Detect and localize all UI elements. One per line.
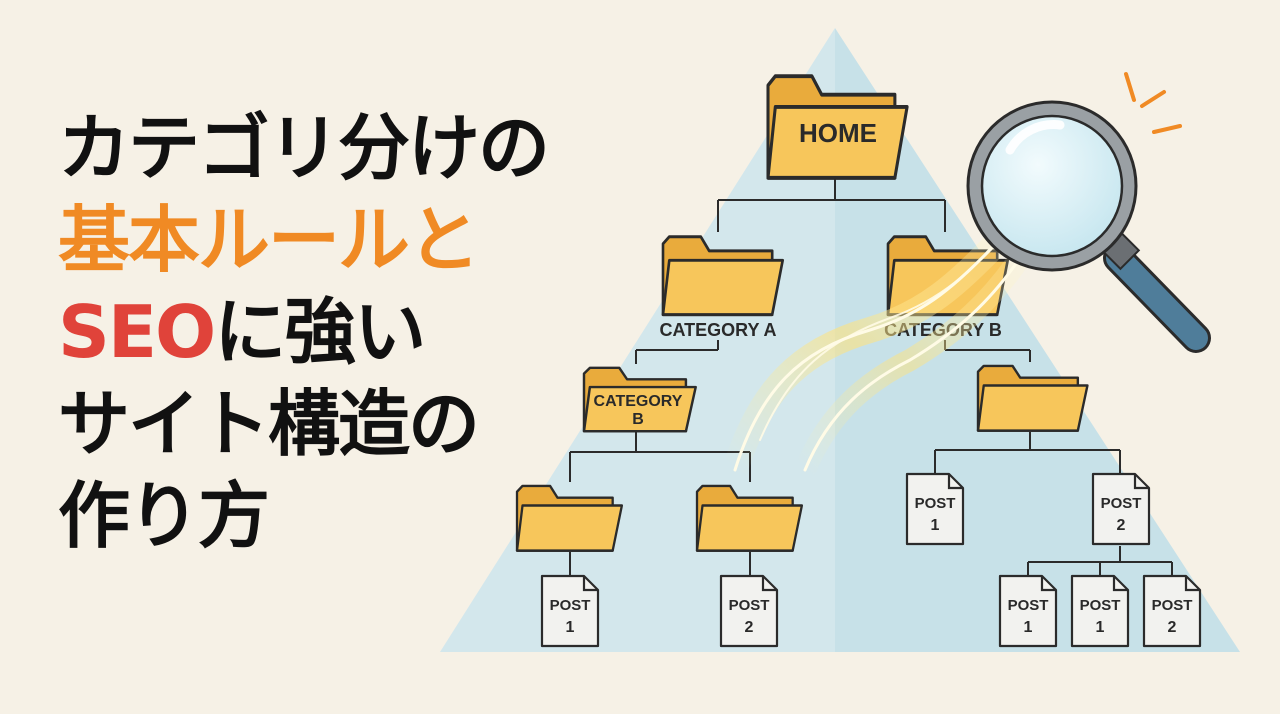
post-doc: POST 1: [1070, 574, 1130, 648]
folder-category-a-label: CATEGORY A: [659, 320, 776, 340]
folder-category-b-left-label-1: CATEGORY: [594, 393, 683, 410]
post-doc-label: POST: [729, 597, 770, 614]
headline-line-3-rest: に強い: [214, 290, 426, 374]
post-doc: POST 2: [719, 574, 779, 648]
folder-category-b-left-label-2: B: [632, 411, 644, 428]
headline-line-4: サイト構造の: [58, 382, 480, 466]
post-doc-label: POST: [1080, 597, 1121, 614]
folder-home: HOME: [766, 74, 910, 180]
post-doc-number: 1: [566, 619, 575, 636]
post-doc-number: 2: [1168, 619, 1177, 636]
post-doc-number: 2: [745, 619, 754, 636]
post-doc-label: POST: [915, 495, 956, 512]
headline: カテゴリ分けの 基本ルールと SEOに強い サイト構造の 作り方: [58, 106, 550, 572]
post-doc: POST 1: [905, 472, 965, 546]
headline-seo: SEO: [58, 290, 216, 374]
magnifier-icon: [966, 100, 1211, 353]
search-trail: [722, 227, 1026, 483]
post-doc-label: POST: [550, 597, 591, 614]
post-doc: POST 1: [998, 574, 1058, 648]
post-doc: POST 1: [540, 574, 600, 648]
post-doc-number: 1: [1024, 619, 1033, 636]
folder-home-label: HOME: [799, 118, 877, 148]
sparkle-icon: [1124, 72, 1182, 134]
post-doc: POST 2: [1142, 574, 1202, 648]
post-doc-number: 1: [1096, 619, 1105, 636]
post-doc: POST 2: [1091, 472, 1151, 546]
tree-connectors: [569, 178, 1173, 576]
post-doc-number: 1: [931, 517, 940, 534]
post-doc-number: 2: [1117, 517, 1126, 534]
folder-category-b-left: CATEGORY B: [582, 366, 697, 433]
headline-line-3: SEOに強い: [58, 296, 548, 388]
headline-line-1: カテゴリ分けの: [58, 106, 550, 190]
post-doc-label: POST: [1101, 495, 1142, 512]
folder-category-a: CATEGORY A: [659, 235, 785, 340]
headline-line-2: 基本ルールと: [58, 198, 480, 282]
headline-line-5: 作り方: [58, 474, 270, 558]
post-doc-label: POST: [1152, 597, 1193, 614]
post-doc-label: POST: [1008, 597, 1049, 614]
